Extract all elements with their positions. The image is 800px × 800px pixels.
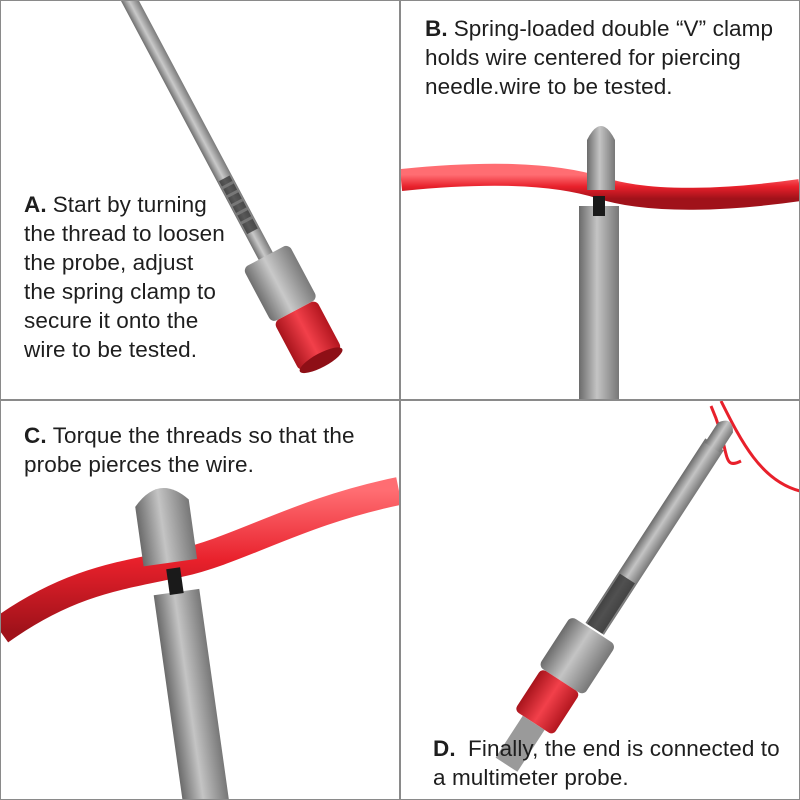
caption-c: C.Torque the threads so that the probe p…	[24, 421, 389, 479]
divider-horizontal	[0, 399, 800, 401]
step-letter-a: A.	[24, 192, 47, 217]
red-wire	[0, 477, 399, 643]
step-text-b: Spring-loaded double “V” clamp holds wir…	[425, 16, 774, 99]
thread-collar	[244, 245, 316, 321]
panel-b: B.Spring-loaded double “V” clamp holds w…	[401, 0, 800, 399]
pierce-illustration	[0, 477, 399, 800]
probe-body	[579, 206, 619, 399]
red-cap	[516, 670, 579, 734]
thread-collar	[540, 618, 614, 694]
grip-ribs	[587, 573, 635, 634]
step-text-a: Start by turning the thread to loosen th…	[24, 192, 225, 362]
probe-tip	[587, 126, 615, 190]
step-letter-c: C.	[24, 423, 47, 448]
step-letter-d: D.	[433, 736, 456, 761]
probe-loosen-illustration	[109, 0, 343, 374]
probe-tip	[135, 488, 198, 567]
probe-body	[153, 588, 230, 800]
panel-c: C.Torque the threads so that the probe p…	[0, 401, 399, 800]
step-text-c: Torque the threads so that the probe pie…	[24, 423, 355, 477]
probe-tip	[704, 420, 733, 453]
red-wire-thin	[719, 401, 800, 493]
banana-plug	[495, 715, 545, 772]
step-letter-b: B.	[425, 16, 448, 41]
step-text-d: Finally, the end is connected to a multi…	[433, 736, 780, 790]
caption-b: B.Spring-loaded double “V” clamp holds w…	[425, 14, 790, 101]
caption-d: D. Finally, the end is connected to a mu…	[433, 734, 793, 792]
panel-a: A.Start by turning the thread to loosen …	[0, 0, 399, 399]
multimeter-connection-illustration	[495, 401, 800, 772]
clamp-illustration	[401, 126, 800, 399]
caption-a: A.Start by turning the thread to loosen …	[24, 190, 229, 364]
panel-d: D. Finally, the end is connected to a mu…	[401, 401, 800, 800]
